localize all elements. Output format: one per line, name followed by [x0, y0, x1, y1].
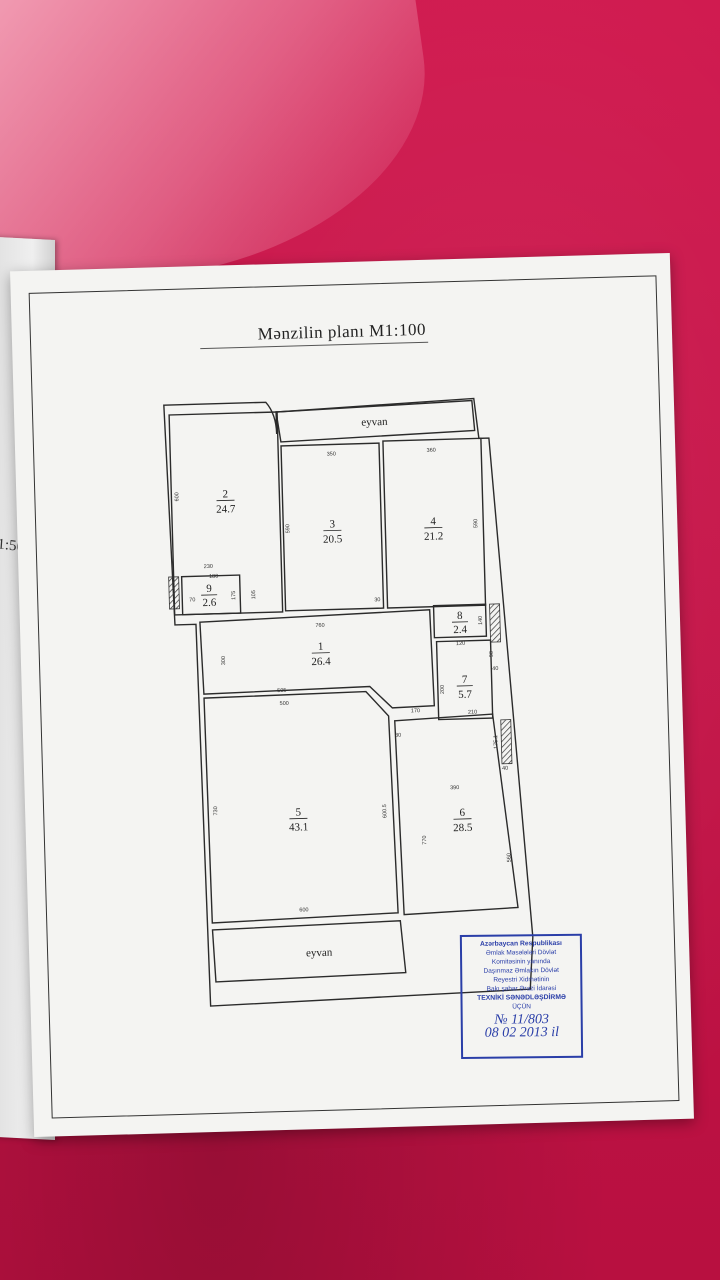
walls [163, 397, 534, 1007]
svg-text:175: 175 [231, 591, 237, 600]
room-5-area: 43.1 [289, 821, 309, 834]
room-7-area: 5.7 [458, 689, 473, 701]
svg-text:500: 500 [280, 701, 289, 707]
svg-text:730: 730 [213, 806, 219, 815]
svg-text:140: 140 [478, 616, 484, 625]
stamp-date: 08 02 2013 il [484, 1024, 560, 1041]
hatch-block-right-top [489, 603, 501, 643]
room-6-number: 6 [459, 807, 465, 819]
room-3-number: 3 [329, 518, 335, 530]
svg-text:90: 90 [489, 651, 495, 657]
hatch-block-left [168, 576, 180, 610]
room-3-area: 20.5 [323, 533, 343, 546]
svg-text:600: 600 [299, 907, 308, 913]
balcony-top-label: eyvan [361, 416, 388, 429]
svg-text:230: 230 [204, 564, 213, 570]
room-2-number: 2 [222, 488, 228, 500]
stamp-number: № 11/803 [494, 1012, 550, 1028]
registry-stamp: Azərbaycan Respublikası Əmlak Məsələləri… [459, 933, 584, 1060]
svg-text:200: 200 [440, 685, 446, 694]
svg-text:560: 560 [506, 853, 512, 862]
svg-text:600: 600 [174, 492, 180, 501]
room-9-area: 2.6 [202, 597, 217, 609]
svg-text:600.5: 600.5 [382, 804, 388, 818]
svg-text:505: 505 [277, 688, 286, 694]
svg-text:120: 120 [456, 641, 465, 647]
balcony-bottom-label: eyvan [306, 947, 333, 960]
svg-text:210: 210 [468, 710, 477, 716]
svg-text:300: 300 [221, 656, 227, 665]
svg-text:175.1: 175.1 [493, 735, 499, 749]
room-5-number: 5 [295, 806, 301, 818]
svg-text:40: 40 [492, 666, 498, 672]
document-page: Mənzilin planı M1:100 [10, 252, 694, 1138]
svg-text:760: 760 [315, 623, 324, 629]
svg-text:170: 170 [411, 708, 420, 714]
room-1-area: 26.4 [311, 656, 331, 669]
room-2-area: 24.7 [216, 503, 236, 516]
room-labels: 2 24.7 3 20.5 4 21.2 9 2.6 8 2.4 1 26.4 … [201, 416, 473, 960]
svg-text:590: 590 [473, 519, 479, 528]
svg-text:30: 30 [374, 597, 380, 603]
svg-text:350: 350 [327, 451, 336, 457]
room-4-number: 4 [430, 516, 436, 528]
floor-plan: 2 24.7 3 20.5 4 21.2 9 2.6 8 2.4 1 26.4 … [163, 397, 534, 1007]
svg-text:590: 590 [285, 524, 291, 533]
stamp-line-8: ÜÇÜN [512, 1003, 532, 1011]
svg-text:770: 770 [422, 835, 428, 844]
dimension-labels: 600 350 360 590 590 230 180 70 175 105 3… [174, 448, 512, 914]
room-8-number: 8 [457, 610, 463, 622]
room-8-area: 2.4 [453, 624, 468, 636]
room-6-area: 28.5 [453, 822, 473, 835]
hatch-block-right-mid [500, 719, 513, 765]
svg-text:70: 70 [189, 597, 195, 603]
svg-text:390: 390 [450, 785, 459, 791]
svg-text:30: 30 [395, 733, 401, 739]
room-7-number: 7 [462, 674, 468, 686]
svg-text:40: 40 [502, 766, 508, 772]
svg-text:105: 105 [251, 590, 257, 599]
svg-text:360: 360 [427, 448, 436, 454]
room-4-area: 21.2 [424, 530, 444, 543]
room-1-number: 1 [318, 641, 324, 653]
svg-text:180: 180 [209, 574, 218, 580]
room-9-number: 9 [206, 583, 212, 595]
